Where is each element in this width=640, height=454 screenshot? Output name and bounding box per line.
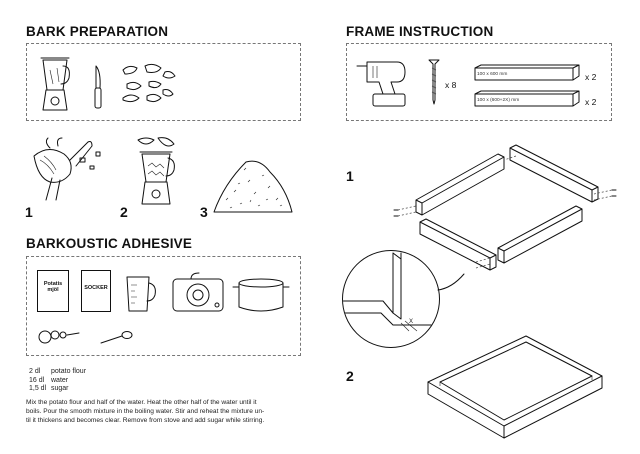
instruction-line: Mix the potato flour and half of the wat… xyxy=(26,399,257,406)
spoon-icon xyxy=(100,331,133,344)
frame-step-1-number: 1 xyxy=(346,168,354,184)
sugar-package-label: SOCKER xyxy=(84,285,108,291)
board-short-icon xyxy=(474,64,580,81)
cutting-bark-illustration xyxy=(33,137,101,201)
board-long-quantity: x 2 xyxy=(585,97,597,107)
barkoustic-adhesive-title: BARKOUSTIC ADHESIVE xyxy=(26,236,193,251)
instruction-line: boils. Pour the smooth mixture in the bo… xyxy=(26,408,265,415)
potato-flour-package-label: Potatis mjöl xyxy=(43,281,63,293)
blender-with-bark-illustration xyxy=(137,137,175,205)
board-short-quantity: x 2 xyxy=(585,72,597,82)
bark-pieces-icon xyxy=(122,63,176,103)
instruction-line: til it thickens and becomes clear. Remov… xyxy=(26,417,265,424)
hot-plate-icon xyxy=(172,272,224,312)
knife-icon xyxy=(94,65,102,109)
cooking-pot-icon xyxy=(232,278,290,312)
power-drill-icon xyxy=(356,61,406,107)
bark-step-2-number: 2 xyxy=(120,204,128,220)
sugar-package-icon: SOCKER xyxy=(81,270,111,312)
detail-pointer-line xyxy=(437,273,465,291)
board-long-icon xyxy=(474,90,580,107)
bark-tools-box xyxy=(26,43,301,121)
bark-step-1-number: 1 xyxy=(25,204,33,220)
adhesive-ingredients-box: Potatis mjöl SOCKER xyxy=(26,256,301,356)
frame-instruction-title: FRAME INSTRUCTION xyxy=(346,24,494,39)
corner-detail-drawing xyxy=(343,252,439,332)
shredded-bark-heap-illustration xyxy=(213,160,293,213)
screw-icon xyxy=(428,59,440,105)
measuring-spoons-icon xyxy=(38,330,80,344)
corner-detail-circle: X xyxy=(342,250,440,348)
assembled-frame-diagram xyxy=(427,335,603,439)
detail-x-label: X xyxy=(409,319,414,325)
adhesive-instructions: Mix the potato flour and half of the wat… xyxy=(26,398,301,425)
frame-step-2-number: 2 xyxy=(346,368,354,384)
board-short-label: 100 x 600 mm xyxy=(477,72,508,77)
bark-preparation-title: BARK PREPARATION xyxy=(26,24,169,39)
potato-flour-package-icon: Potatis mjöl xyxy=(37,270,69,312)
bark-step-3-number: 3 xyxy=(200,204,208,220)
board-long-label: 100 x (600+2X) mm xyxy=(477,98,520,103)
screw-quantity: x 8 xyxy=(445,80,457,90)
blender-icon xyxy=(40,57,70,111)
exploded-frame-diagram xyxy=(393,144,617,271)
frame-materials-box: x 8 100 x 600 mm x 2 100 x (600+2X) mm x… xyxy=(346,43,612,121)
measuring-cup-icon xyxy=(126,276,156,312)
